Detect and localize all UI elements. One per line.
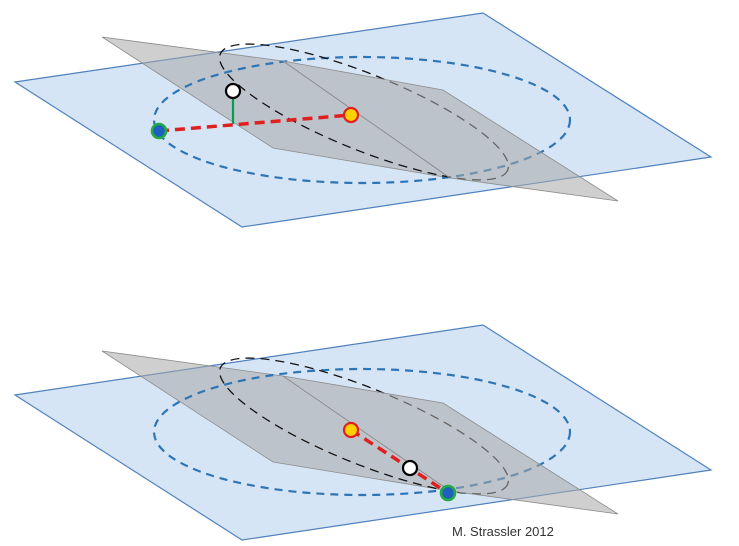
bottom-blue-dashed-circle bbox=[152, 367, 572, 497]
top-edge-point bbox=[150, 122, 168, 140]
top-tilted-plane-lower bbox=[282, 60, 619, 202]
bottom-center-point bbox=[342, 421, 360, 439]
bottom-tilted-plane-lower bbox=[282, 375, 619, 515]
top-blue-dashed-circle bbox=[152, 55, 572, 185]
bottom-edge-point bbox=[439, 484, 457, 502]
top-red-dashed-line bbox=[158, 113, 352, 133]
bottom-panel bbox=[13, 324, 713, 541]
credit-label: M. Strassler 2012 bbox=[452, 524, 554, 539]
top-center-point bbox=[342, 106, 360, 124]
bottom-red-dashed-line bbox=[350, 428, 449, 495]
top-panel bbox=[13, 12, 713, 228]
bottom-projected-point bbox=[401, 459, 419, 477]
top-projected-point bbox=[224, 82, 242, 100]
